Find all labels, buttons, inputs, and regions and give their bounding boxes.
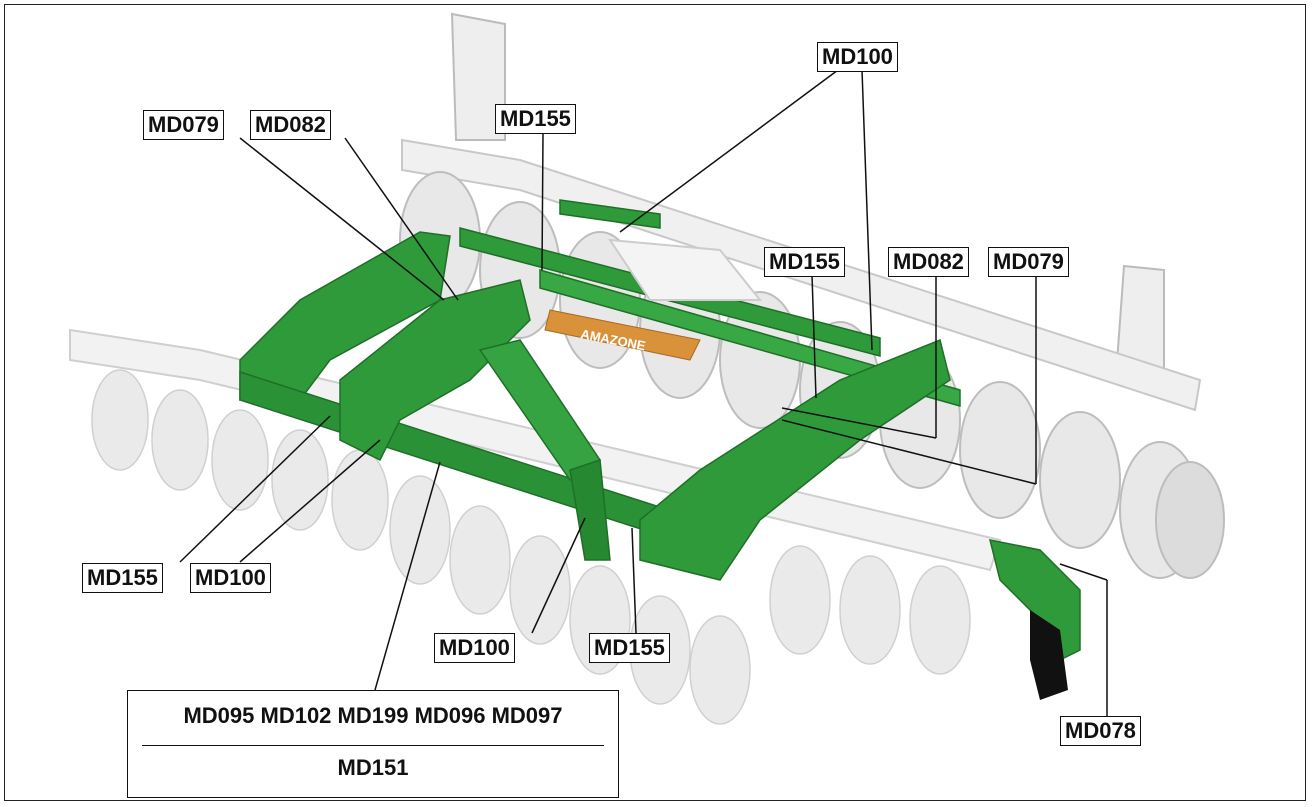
composite-callout-box: MD095 MD102 MD199 MD096 MD097 MD151 (127, 690, 619, 798)
callout-right-md155: MD155 (764, 247, 845, 277)
callout-center-md155: MD155 (495, 104, 576, 134)
callout-left-md079: MD079 (143, 110, 224, 140)
rear-bracket-left (450, 12, 506, 141)
discs (91, 369, 971, 725)
composite-divider (142, 745, 604, 746)
composite-row-1: MD095 MD102 MD199 MD096 MD097 (183, 703, 563, 728)
callout-top-md100: MD100 (817, 42, 898, 72)
brand-plate (544, 309, 701, 361)
side-disc-assembly (988, 539, 1081, 700)
callout-right-md079: MD079 (988, 247, 1069, 277)
callout-bottom-center-md155: MD155 (589, 633, 670, 663)
callout-right-md082: MD082 (888, 247, 969, 277)
callout-bottom-center-md100: MD100 (434, 633, 515, 663)
leader-lines (179, 69, 1108, 716)
callout-bottom-right-md078: MD078 (1060, 716, 1141, 746)
callout-left-md082: MD082 (250, 110, 331, 140)
composite-row-2: MD151 (337, 755, 409, 780)
center-box (608, 238, 763, 301)
callout-bottom-left-md155: MD155 (82, 563, 163, 593)
callout-bottom-left-md100: MD100 (190, 563, 271, 593)
